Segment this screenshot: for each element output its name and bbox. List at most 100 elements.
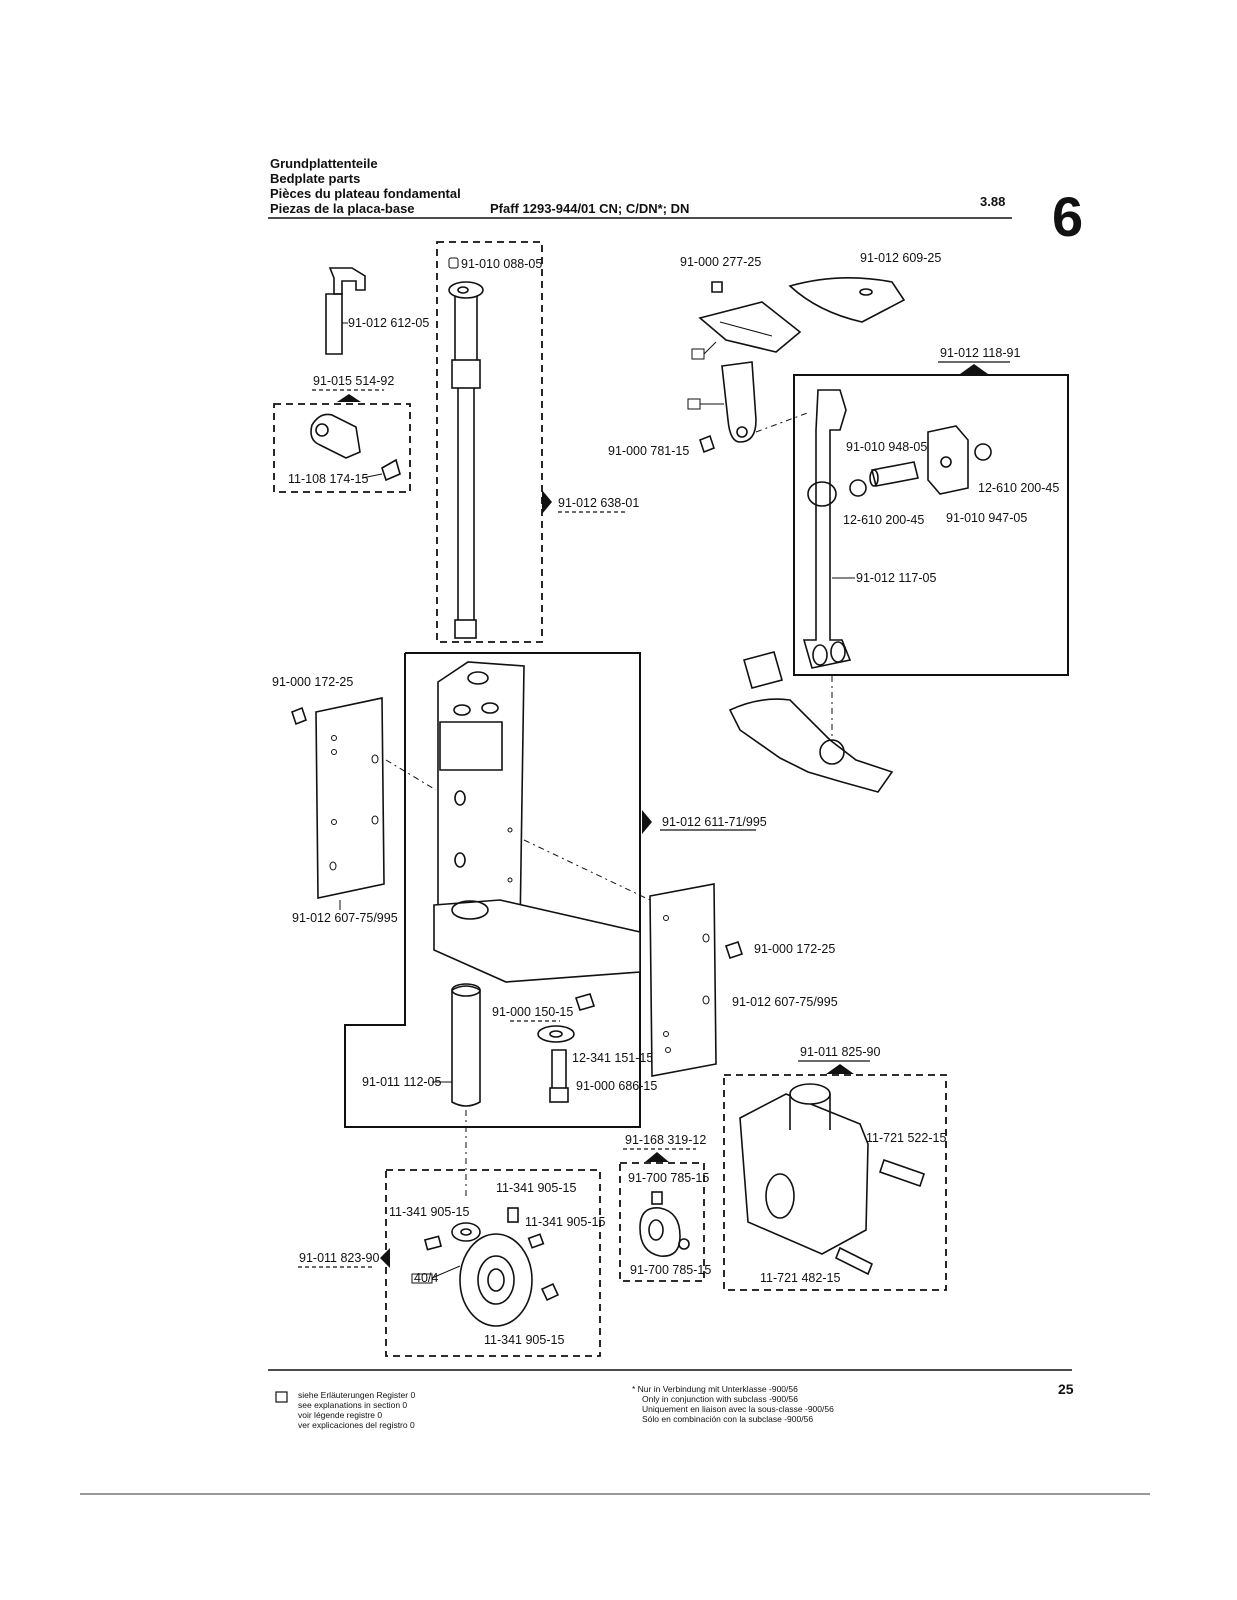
- set-screw: [527, 1233, 545, 1249]
- label-p07: 91-012 609-25: [860, 251, 941, 265]
- part-group-top-left: 91-012 612-05 91-015 514-92 11-108 174-1…: [273, 267, 429, 493]
- issue-date: 3.88: [980, 194, 1005, 209]
- page-number: 25: [1058, 1381, 1074, 1397]
- label-p01: 91-012 612-05: [348, 316, 429, 330]
- assembly-arrow: [380, 1248, 390, 1268]
- label-p28: 91-700 785-15: [628, 1171, 709, 1185]
- title-fr: Pièces du plateau fondamental: [270, 186, 461, 201]
- label-p10: 91-010 948-05: [846, 440, 927, 454]
- title-es: Piezas de la placa-base: [270, 201, 415, 216]
- label-p30: 11-341 905-15: [496, 1181, 576, 1195]
- label-p29: 91-700 785-15: [630, 1263, 711, 1277]
- shaft-rod: [457, 388, 475, 620]
- section-number: 6: [1052, 185, 1083, 248]
- assembly-box-p34: [385, 1169, 601, 1357]
- model-designation: Pfaff 1293-944/01 CN; C/DN*; DN: [490, 201, 689, 216]
- bevel-gear-small: [451, 1222, 481, 1242]
- sleeve-part: [451, 985, 481, 1107]
- title-de: Grundplattenteile: [270, 156, 378, 171]
- assembly-marker: [337, 394, 361, 402]
- pin-part: [871, 461, 919, 487]
- part-group-shaft: 91-010 088-05 91-012 638-01: [436, 241, 639, 643]
- screw-part: [724, 940, 744, 960]
- collar-part: [639, 1207, 681, 1257]
- assembly-box-housing: [344, 652, 641, 1128]
- housing-base: [433, 899, 641, 983]
- washer-part: [537, 1025, 575, 1043]
- label-p03: 11-108 174-15: [288, 472, 368, 486]
- label-p22: 91-000 686-15: [576, 1079, 657, 1093]
- label-p13: 91-010 947-05: [946, 511, 1027, 525]
- ref-box: [411, 1273, 433, 1284]
- part-group-collar: 91-168 319-12 91-700 785-15 91-700 785-1…: [619, 1133, 711, 1282]
- assembly-arrow: [642, 810, 652, 834]
- label-p20: 91-000 150-15: [492, 1005, 573, 1019]
- legend-fr: voir légende registre 0: [298, 1410, 382, 1420]
- note-en: Only in conjunction with subclass -900/5…: [642, 1394, 798, 1404]
- assembly-box-p24: [723, 1074, 947, 1291]
- screw-part: [699, 434, 715, 454]
- screw-part: [291, 706, 307, 726]
- label-p15: 91-000 172-25: [272, 675, 353, 689]
- label-p14: 91-012 117-05: [856, 571, 936, 585]
- retaining-ring: [974, 443, 992, 461]
- assembly-box-p27: [619, 1162, 705, 1282]
- label-p05: 91-012 638-01: [558, 496, 639, 510]
- shaft-head: [448, 281, 484, 299]
- set-screw: [651, 1191, 663, 1205]
- hook-housing: [739, 1093, 869, 1255]
- label-p11: 12-610 200-45: [978, 481, 1059, 495]
- legend-square: [687, 398, 701, 410]
- label-p06: 91-000 277-25: [680, 255, 761, 269]
- part-group-gears: 11-341 905-15 11-341 905-15 11-341 905-1…: [298, 1169, 605, 1357]
- header: Grundplattenteile Bedplate parts Pièces …: [268, 156, 1083, 248]
- label-p09: 91-000 781-15: [608, 444, 689, 458]
- set-screw: [540, 1282, 560, 1302]
- label-p32: 11-341 905-15: [525, 1215, 605, 1229]
- label-p27: 91-168 319-12: [625, 1133, 706, 1147]
- assembly-arrow: [542, 490, 552, 514]
- screw-part: [574, 993, 596, 1011]
- hook-part: [328, 267, 366, 295]
- label-p17: 91-012 607-75/995: [292, 911, 398, 925]
- label-p16: 91-012 611-71/995: [662, 815, 767, 829]
- part-group-right-plate: 91-000 172-25 91-012 607-75/995: [649, 883, 838, 1077]
- side-plate: [315, 697, 385, 899]
- slide-block: [927, 425, 969, 495]
- screw-part: [711, 281, 723, 293]
- assembly-box-shaft: [436, 241, 543, 643]
- label-p08: 91-012 118-91: [940, 346, 1020, 360]
- set-screw: [423, 1235, 443, 1251]
- set-screw: [507, 1207, 519, 1223]
- assembly-box-p08: [793, 374, 1069, 676]
- throat-plate: [698, 301, 802, 353]
- feed-shaft-assembly: [728, 698, 894, 793]
- label-p04: 91-010 088-05: [461, 257, 542, 271]
- screw-part: [878, 1158, 926, 1188]
- label-p26: 11-721 482-15: [760, 1271, 840, 1285]
- label-p12: 12-610 200-45: [843, 513, 924, 527]
- bushing-part: [743, 651, 783, 689]
- assembly-marker: [826, 1064, 854, 1074]
- legend-en: see explanations in section 0: [298, 1400, 407, 1410]
- part-group-housing: 91-012 611-71/995 91-000 150-15 91-011 1…: [344, 652, 767, 1200]
- hook-shaft: [325, 293, 343, 355]
- label-p02: 91-015 514-92: [313, 374, 394, 388]
- label-p21: 12-341 151-15: [572, 1051, 653, 1065]
- label-p34: 91-011 823-90: [299, 1251, 379, 1265]
- note-es: Sólo en combinación con la subclase -900…: [642, 1414, 813, 1424]
- clamp-part: [310, 413, 361, 459]
- legend-de: siehe Erläuterungen Register 0: [298, 1390, 415, 1400]
- shaft-collar: [451, 359, 481, 389]
- part-group-bottom-right: 91-011 825-90 11-721 522-15 11-721 482-1…: [723, 1045, 947, 1291]
- label-p31: 11-341 905-15: [389, 1205, 469, 1219]
- legend-square: [275, 1391, 288, 1403]
- note-fr: Uniquement en liaison avec la sous-class…: [642, 1404, 834, 1414]
- legend-square: [691, 348, 705, 360]
- label-p33: 11-341 905-15: [484, 1333, 564, 1347]
- part-group-top-right: 91-000 277-25 91-012 609-25 91-000 781-1…: [608, 251, 1069, 793]
- footer: siehe Erläuterungen Register 0 see expla…: [80, 1369, 1150, 1495]
- title-en: Bedplate parts: [270, 171, 360, 186]
- legend-es: ver explicaciones del registro 0: [298, 1420, 415, 1430]
